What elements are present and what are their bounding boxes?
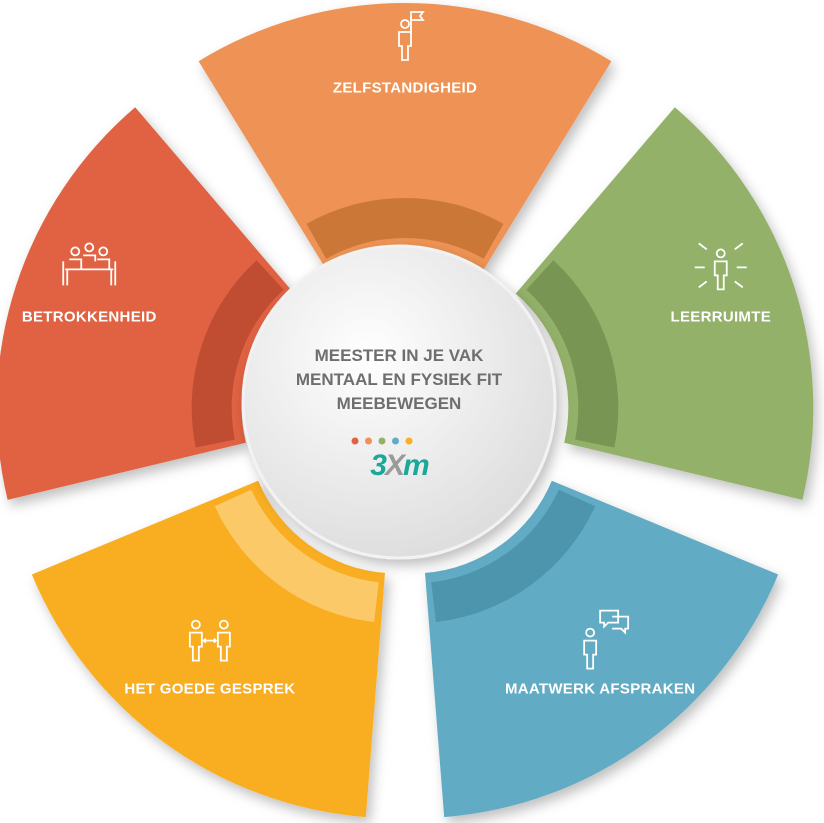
segment-label: HET GOEDE GESPREK: [124, 680, 296, 698]
logo-3xm: 3Xm: [370, 449, 429, 482]
segment-maatwerk-afspraken: [425, 480, 779, 818]
two-people-icon: [188, 619, 231, 662]
segment-inner-band: [214, 489, 379, 622]
segment-zelfstandigheid: [198, 2, 612, 271]
segment-inner-band: [191, 260, 284, 448]
segment-inner-band: [306, 197, 504, 259]
person-arrows-icon: [694, 242, 747, 291]
segment-label: MAATWERK AFSPRAKEN: [504, 680, 696, 698]
center-circle: [241, 244, 557, 560]
center-line-2: MENTAAL EN FYSIEK FIT: [295, 370, 503, 389]
segment-het-goede-gesprek: [31, 480, 386, 818]
segment-label: BETROKKENHEID: [21, 308, 157, 326]
segment-label: ZELFSTANDIGHEID: [332, 79, 478, 97]
meeting-icon: [62, 242, 117, 286]
segment-label: LEERRUIMTE: [670, 308, 771, 326]
segment-betrokkenheid: [0, 107, 295, 500]
segment-inner-band: [526, 260, 619, 448]
center-line-1: MEESTER IN JE VAK: [314, 346, 484, 365]
segment-inner-band: [431, 489, 596, 622]
center-text: MEESTER IN JE VAK MENTAAL EN FYSIEK FIT …: [269, 344, 529, 416]
segment-leerruimte: [515, 107, 814, 500]
center-line-3: MEEBEWEGEN: [336, 394, 462, 413]
person-speech-icon: [583, 609, 630, 670]
segment-shape: [198, 2, 612, 271]
flag-person-icon: [398, 11, 425, 61]
